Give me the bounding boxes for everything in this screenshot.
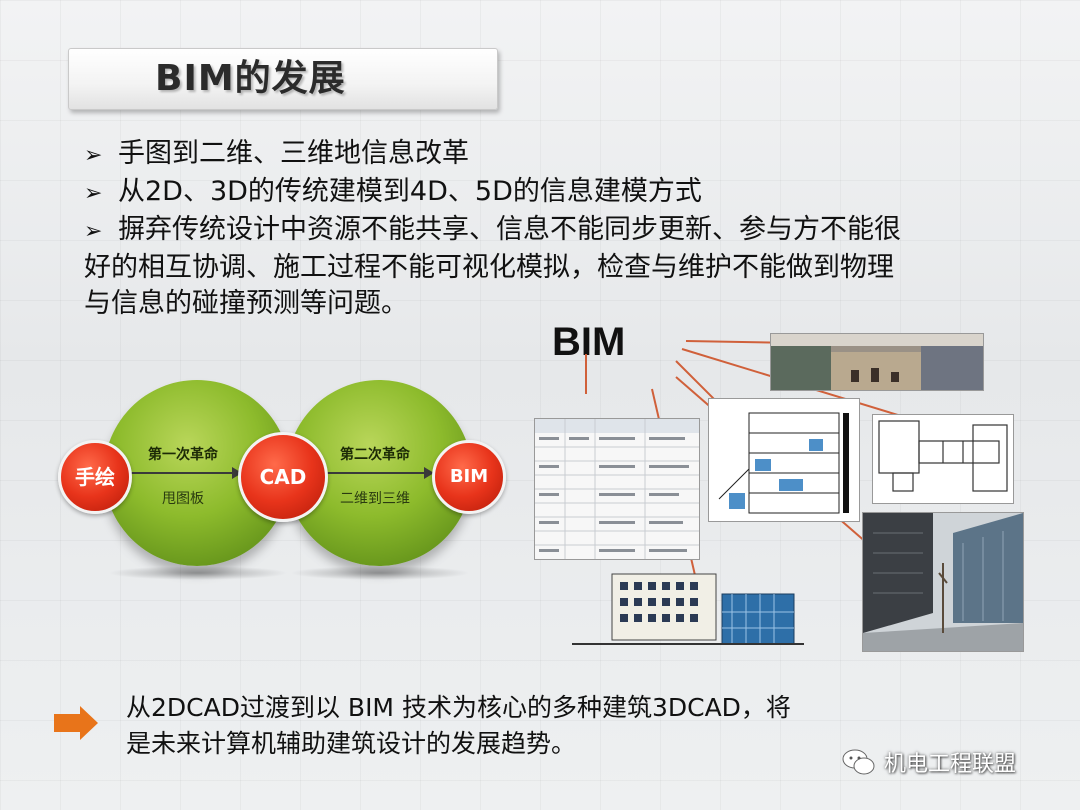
arrow-line-1 bbox=[126, 467, 242, 479]
node-cad: CAD bbox=[238, 432, 328, 522]
node-bim: BIM bbox=[432, 440, 506, 514]
bullet-arrow-icon: ➢ bbox=[84, 143, 103, 168]
title-box: BIM的发展 bbox=[68, 48, 498, 110]
floor-plan-image bbox=[872, 414, 1014, 504]
elevation-drawing-image bbox=[572, 572, 804, 648]
bullet-item: ➢ 摒弃传统设计中资源不能共享、信息不能同步更新、参与方不能很 bbox=[84, 212, 1004, 250]
exterior-render-image bbox=[862, 512, 1024, 652]
section-drawing-image bbox=[708, 398, 860, 522]
circle-shadow bbox=[108, 566, 288, 580]
bullet-text: 摒弃传统设计中资源不能共享、信息不能同步更新、参与方不能很 bbox=[118, 214, 901, 245]
arrow-line-2 bbox=[308, 467, 434, 479]
revolution-2-label: 第二次革命 bbox=[340, 447, 410, 463]
footer-line: 是未来计算机辅助建筑设计的发展趋势。 bbox=[126, 729, 577, 758]
bullet-continuation: 与信息的碰撞预测等问题。 bbox=[84, 288, 408, 319]
circle-shadow bbox=[290, 566, 470, 580]
footer-arrow-icon bbox=[54, 706, 98, 740]
watermark-text: 机电工程联盟 bbox=[884, 752, 1017, 777]
bullet-text: 从2D、3D的传统建模到4D、5D的信息建模方式 bbox=[118, 176, 702, 207]
revolution-1-label: 第一次革命 bbox=[148, 447, 218, 463]
node-hand-drawing: 手绘 bbox=[58, 440, 132, 514]
revolution-1-caption: 甩图板 bbox=[162, 491, 204, 507]
collage-bim-label: BIM bbox=[552, 320, 626, 364]
bullet-list: ➢ 手图到二维、三维地信息改革 ➢ 从2D、3D的传统建模到4D、5D的信息建模方式… bbox=[84, 136, 1004, 322]
footer-text: 从2DCAD过渡到以 BIM 技术为核心的多种建筑3DCAD，将 是未来计算机辅… bbox=[126, 690, 886, 762]
evolution-diagram: 第一次革命 甩图板 第二次革命 二维到三维 手绘 CAD BIM bbox=[58, 380, 518, 585]
schedule-table-image bbox=[534, 418, 700, 560]
wechat-icon bbox=[842, 749, 875, 775]
bullet-continuation: 好的相互协调、施工过程不能可视化模拟，检查与维护不能做到物理 bbox=[84, 252, 894, 283]
footer-line: 从2DCAD过渡到以 BIM 技术为核心的多种建筑3DCAD，将 bbox=[126, 693, 791, 722]
slide-title: BIM的发展 bbox=[155, 58, 346, 99]
bullet-item: ➢ 从2D、3D的传统建模到4D、5D的信息建模方式 bbox=[84, 174, 1004, 212]
revolution-2-caption: 二维到三维 bbox=[340, 491, 410, 507]
bullet-text: 手图到二维、三维地信息改革 bbox=[118, 138, 469, 169]
bullet-item: ➢ 手图到二维、三维地信息改革 bbox=[84, 136, 1004, 174]
bullet-arrow-icon: ➢ bbox=[84, 181, 103, 206]
leader-line bbox=[585, 354, 587, 394]
watermark: 机电工程联盟 bbox=[842, 746, 1016, 778]
interior-render-image bbox=[770, 333, 984, 391]
bullet-arrow-icon: ➢ bbox=[84, 219, 103, 244]
